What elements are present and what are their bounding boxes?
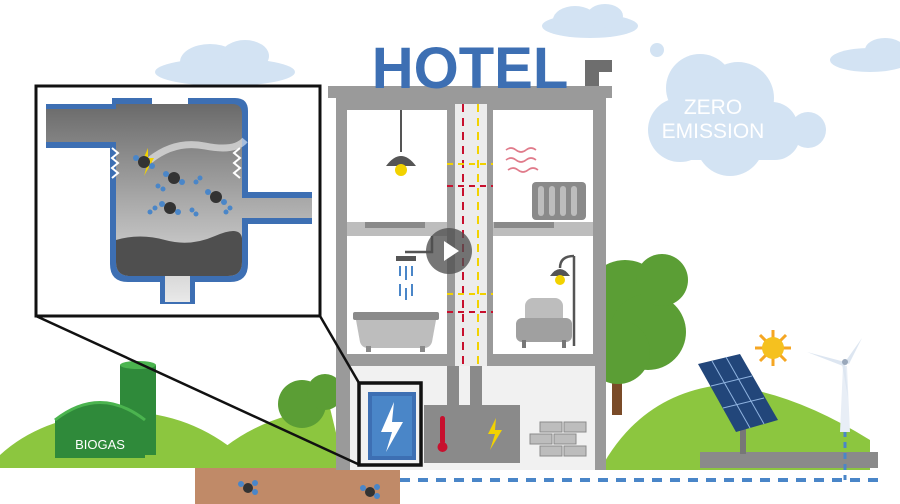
hill xyxy=(200,408,345,470)
utility-box xyxy=(424,405,520,463)
biogas-tank xyxy=(54,361,156,458)
zoom-connector-line xyxy=(35,314,361,467)
play-button[interactable] xyxy=(426,228,472,274)
zoom-connector-line xyxy=(318,315,361,384)
zoom-target-frame xyxy=(357,381,423,467)
zero-emission-line-1: ZERO xyxy=(684,96,742,119)
cloud-icon xyxy=(542,4,638,38)
cloud-icon xyxy=(650,43,664,57)
solar-panel-icon xyxy=(698,354,778,454)
hydrogen-dots xyxy=(147,175,233,217)
armchair-icon xyxy=(516,298,572,348)
energy-platform xyxy=(700,452,878,468)
electrode-icon xyxy=(110,147,242,179)
cloud-icon xyxy=(830,38,900,72)
tree-icon xyxy=(278,374,343,428)
zoom-inset xyxy=(34,84,322,318)
molecule-icon xyxy=(205,189,227,205)
molecule-icon xyxy=(163,171,185,185)
play-icon xyxy=(444,241,459,261)
molecule-icon xyxy=(238,480,258,495)
molecule-icon xyxy=(360,484,380,499)
lightning-icon xyxy=(488,418,502,450)
zero-emission-line-2: EMISSION xyxy=(662,120,765,143)
brick-stack xyxy=(529,421,587,457)
bathtub-icon xyxy=(353,312,439,352)
thermometer-icon xyxy=(437,416,448,452)
ground-soil xyxy=(195,468,400,504)
ceiling-lamp-icon xyxy=(386,110,416,176)
molecule-icon xyxy=(133,155,155,169)
sun-icon xyxy=(755,330,791,366)
hotel-sign: HOTEL xyxy=(372,36,569,101)
wind-turbine-icon xyxy=(807,338,862,432)
biogas-label: BIOGAS xyxy=(75,437,125,452)
radiator-icon xyxy=(532,182,586,220)
heat-wave-icon xyxy=(505,147,539,173)
cloud-icon xyxy=(155,40,295,86)
molecule-icon xyxy=(159,201,181,215)
lightning-icon xyxy=(381,402,403,452)
ground-strip xyxy=(0,468,195,504)
floor-lamp-icon xyxy=(550,254,576,346)
cloud-icon xyxy=(648,54,826,176)
